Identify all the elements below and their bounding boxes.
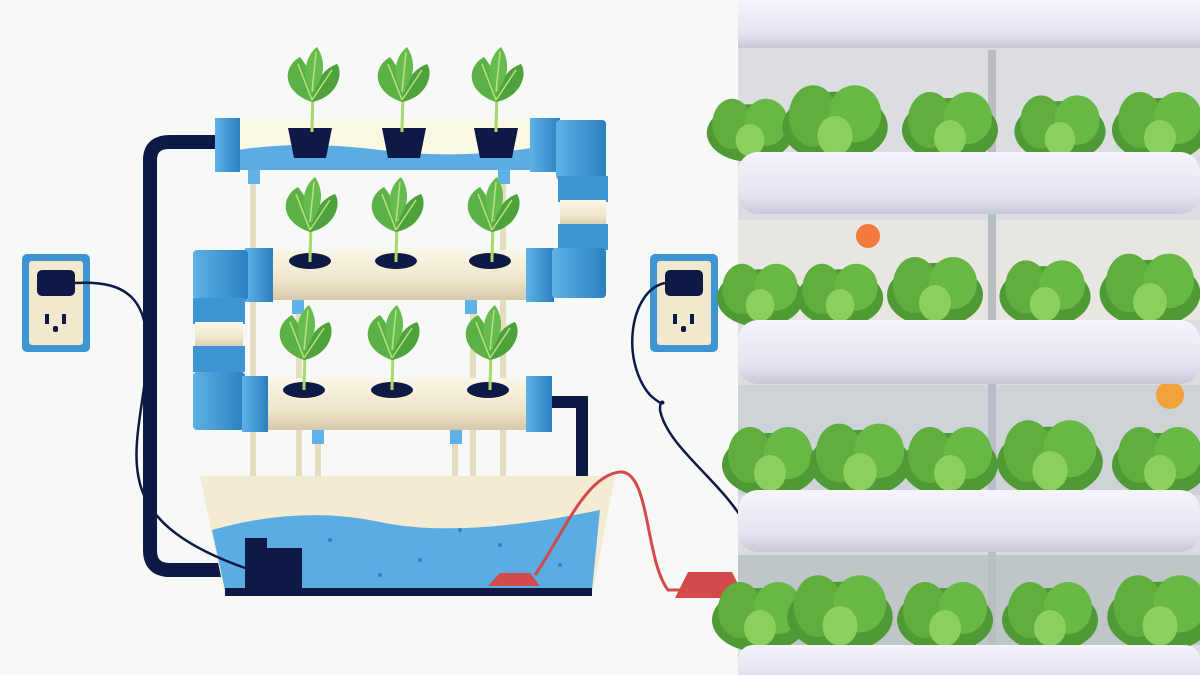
power-outlet-icon <box>22 254 90 352</box>
lettuce <box>787 575 893 653</box>
lettuce <box>897 582 993 652</box>
lettuce <box>1002 582 1098 652</box>
lettuce <box>716 263 804 327</box>
lettuce <box>1099 253 1200 328</box>
pump-power-cord <box>74 281 246 570</box>
lettuce <box>722 427 818 497</box>
lettuce <box>782 85 888 163</box>
lettuce <box>1112 427 1200 497</box>
sensor-icon <box>488 573 540 586</box>
red-cable <box>533 470 680 592</box>
sensor-power-cord <box>631 281 762 576</box>
grow-pipe <box>738 320 1200 384</box>
lettuce <box>1014 95 1106 162</box>
lettuce <box>796 263 884 327</box>
lettuce-farm-photo <box>706 0 1200 675</box>
lettuce <box>999 260 1091 327</box>
return-tube <box>550 396 588 480</box>
water-pump-icon <box>245 538 302 590</box>
lettuce <box>1112 92 1200 162</box>
lettuce <box>902 427 998 497</box>
power-outlet-icon <box>650 254 718 352</box>
lettuce <box>809 423 911 498</box>
reservoir <box>200 476 615 596</box>
lettuce <box>1107 575 1200 653</box>
grow-pipe <box>738 645 1200 675</box>
hydroponic-illustration <box>22 45 762 598</box>
lettuce <box>887 257 983 327</box>
grow-pipe <box>738 152 1200 214</box>
grow-pipe <box>738 490 1200 552</box>
lettuce <box>997 420 1103 498</box>
lettuce <box>902 92 998 162</box>
supply-tube <box>143 135 245 577</box>
